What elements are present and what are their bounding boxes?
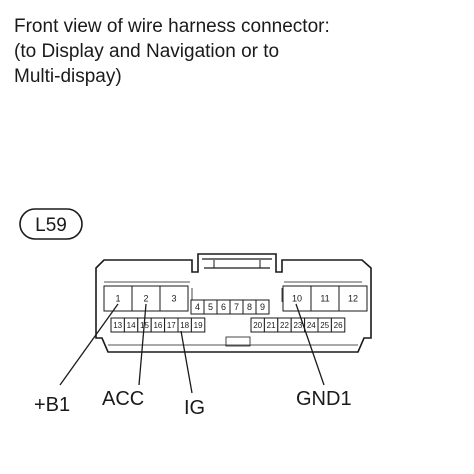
pin-cell bbox=[338, 285, 368, 312]
pin-7: 7 bbox=[229, 299, 244, 315]
pin-label: 11 bbox=[320, 294, 329, 304]
pin-label: 20 bbox=[253, 321, 262, 330]
pin-25: 25 bbox=[317, 317, 332, 333]
leader-gnd1 bbox=[295, 303, 325, 386]
pin-label: 1 bbox=[115, 294, 120, 304]
connector-code-badge: L59 bbox=[19, 208, 83, 240]
pin-cell bbox=[159, 285, 189, 312]
callout-leaders bbox=[59, 303, 325, 394]
pin-label: 21 bbox=[267, 321, 276, 330]
pin-label: 5 bbox=[208, 302, 213, 312]
pin-label: 13 bbox=[113, 321, 122, 330]
pin-cell bbox=[255, 299, 270, 315]
pin-label: 22 bbox=[280, 321, 289, 330]
pin-label: 16 bbox=[153, 321, 162, 330]
pin-label: 25 bbox=[320, 321, 329, 330]
pin-8: 8 bbox=[242, 299, 257, 315]
pin-label: 8 bbox=[247, 302, 252, 312]
pin-label: 4 bbox=[195, 302, 200, 312]
pin-16: 16 bbox=[150, 317, 166, 333]
title-line-1: Front view of wire harness connector: bbox=[14, 16, 330, 37]
pin-18: 18 bbox=[177, 317, 192, 333]
pin-12: 12 bbox=[338, 285, 368, 312]
pin-3: 3 bbox=[159, 285, 189, 312]
connector-code: L59 bbox=[35, 215, 67, 236]
pin-cell bbox=[103, 285, 133, 312]
callout-acc: ACC bbox=[102, 388, 144, 410]
callout-b1: +B1 bbox=[34, 394, 70, 416]
pin-11: 11 bbox=[310, 285, 340, 312]
pin-label: 10 bbox=[292, 294, 302, 304]
pin-13: 13 bbox=[110, 317, 125, 333]
pin-label: 23 bbox=[293, 321, 302, 330]
leader-ig bbox=[180, 330, 193, 394]
leader-b1 bbox=[59, 303, 119, 386]
connector-housing bbox=[95, 253, 372, 353]
pin-22: 22 bbox=[277, 317, 292, 333]
callout-ig: IG bbox=[184, 397, 205, 419]
pin-20: 20 bbox=[250, 317, 265, 333]
title-line-2: (to Display and Navigation or to bbox=[14, 41, 280, 62]
pin-6: 6 bbox=[216, 299, 231, 315]
title-line-3: Multi-dispay) bbox=[14, 66, 122, 87]
pin-label: 26 bbox=[334, 321, 343, 330]
pin-label: 7 bbox=[234, 302, 239, 312]
pin-21: 21 bbox=[263, 317, 279, 333]
pin-cell bbox=[310, 285, 340, 312]
callout-gnd1: GND1 bbox=[296, 388, 352, 410]
pin-label: 18 bbox=[180, 321, 189, 330]
pin-label: 6 bbox=[221, 302, 226, 312]
pin-label: 2 bbox=[143, 294, 148, 304]
pin-label: 24 bbox=[307, 321, 316, 330]
pin-19: 19 bbox=[190, 317, 206, 333]
pin-label: 3 bbox=[171, 294, 176, 304]
callout-labels: +B1 ACC IG GND1 bbox=[34, 388, 352, 419]
pin-5: 5 bbox=[203, 299, 218, 315]
pin-label: 19 bbox=[194, 321, 203, 330]
pin-26: 26 bbox=[330, 317, 346, 333]
pin-24: 24 bbox=[304, 317, 319, 333]
pin-4: 4 bbox=[190, 299, 205, 315]
pin-label: 9 bbox=[260, 302, 265, 312]
leader-acc bbox=[138, 303, 147, 386]
pin-cell bbox=[330, 317, 346, 333]
diagram-title: Front view of wire harness connector: (t… bbox=[14, 14, 464, 89]
pin-1: 1 bbox=[103, 285, 133, 312]
pin-cell bbox=[190, 317, 206, 333]
pin-9: 9 bbox=[255, 299, 270, 315]
pin-label: 17 bbox=[167, 321, 176, 330]
pin-label: 14 bbox=[127, 321, 136, 330]
pin-label: 12 bbox=[348, 294, 358, 304]
pin-17: 17 bbox=[164, 317, 179, 333]
pin-14: 14 bbox=[123, 317, 139, 333]
